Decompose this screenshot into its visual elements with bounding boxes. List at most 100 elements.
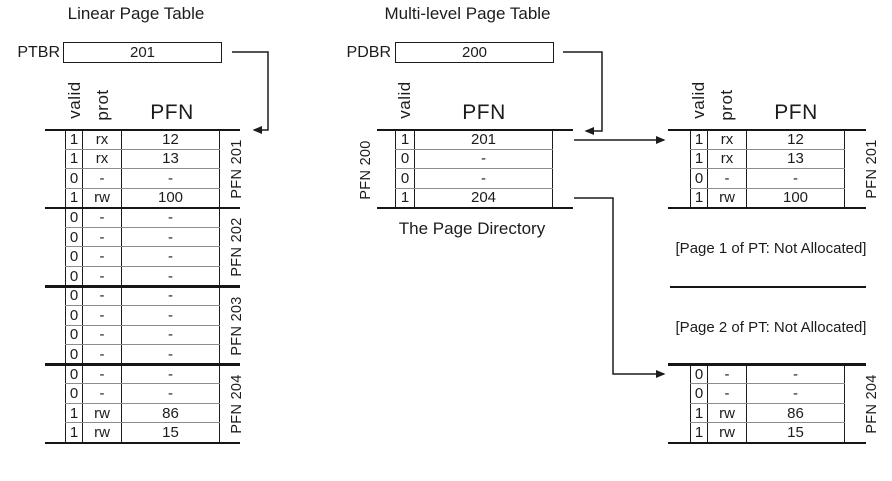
table-cell: rx <box>708 149 747 169</box>
not-allocated-text-1: [Page 1 of PT: Not Allocated] <box>675 239 867 257</box>
table-cell: - <box>122 384 220 403</box>
table-cell: 12 <box>122 130 220 149</box>
pt-page0-column-header-pfn: PFN <box>774 101 818 124</box>
table-cell: rw <box>708 188 747 208</box>
table-cell: - <box>747 364 845 384</box>
table-cell: 0 <box>65 286 83 306</box>
table-cell: 0 <box>65 266 83 286</box>
table-border-line <box>668 441 866 444</box>
table-cell: 0 <box>690 364 708 384</box>
table-cell: rx <box>83 130 122 149</box>
table-cell: 1 <box>395 130 415 149</box>
table-cell: 0 <box>65 208 83 227</box>
pdbr-register-label: PDBR <box>346 44 391 61</box>
arrow-ptbr-to-linear-table <box>232 51 269 134</box>
table-cell: - <box>122 364 220 384</box>
ptbr-register-label: PTBR <box>17 44 60 61</box>
table-cell: - <box>83 384 122 403</box>
table-cell: 204 <box>415 188 553 208</box>
pfn-group-label: PFN 204 <box>864 374 880 434</box>
table-cell: rx <box>83 149 122 169</box>
not-allocated-divider-line <box>670 285 866 288</box>
table-cell: 0 <box>690 169 708 188</box>
table-cell: - <box>708 364 747 384</box>
table-cell: - <box>122 306 220 325</box>
table-cell: - <box>122 325 220 345</box>
table-cell: - <box>122 208 220 227</box>
table-cell: 100 <box>122 188 220 208</box>
table-cell: 0 <box>65 169 83 188</box>
table-cell: - <box>83 266 122 286</box>
table-cell: - <box>747 384 845 403</box>
table-cell: - <box>122 227 220 247</box>
table-row: 0-- <box>65 306 220 326</box>
table-row: 0- <box>395 169 553 189</box>
table-row: 0-- <box>65 345 220 365</box>
pfn-group-label: PFN 204 <box>229 374 245 434</box>
table-cell: 0 <box>65 247 83 266</box>
directory-column-header-pfn: PFN <box>462 101 506 124</box>
pfn-group-label: PFN 203 <box>229 296 245 356</box>
table-border-line <box>668 128 866 131</box>
table-cell: 1 <box>65 403 83 423</box>
table-cell: 12 <box>747 130 845 149</box>
table-row: 0-- <box>65 364 220 385</box>
table-cell: - <box>747 169 845 188</box>
table-cell: - <box>83 306 122 325</box>
directory-column-header-valid: valid <box>395 81 414 119</box>
table-cell: 201 <box>415 130 553 149</box>
arrow-directory-entry3-to-pt-page3 <box>574 197 666 378</box>
table-cell: rw <box>83 403 122 423</box>
table-cell: 1 <box>65 188 83 208</box>
ptbr-register-box: 201 <box>63 42 222 63</box>
pt-page0-column-header-valid: valid <box>689 81 708 119</box>
table-cell: 100 <box>747 188 845 208</box>
table-cell: - <box>708 384 747 403</box>
pdbr-register-box: 200 <box>395 42 554 63</box>
table-cell: rw <box>708 423 747 442</box>
table-cell: 0 <box>65 227 83 247</box>
table-cell: rx <box>708 130 747 149</box>
table-row: 0-- <box>65 384 220 404</box>
page-boundary-line <box>45 206 240 210</box>
table-cell: 0 <box>690 384 708 403</box>
table-cell: - <box>83 345 122 364</box>
table-cell: 0 <box>65 384 83 403</box>
pdbr-register-value: 200 <box>461 44 488 61</box>
table-cell: 1 <box>690 149 708 169</box>
table-cell: - <box>122 345 220 364</box>
table-cell: - <box>83 169 122 188</box>
table-cell: 13 <box>747 149 845 169</box>
table-cell: 15 <box>122 423 220 442</box>
arrow-pdbr-to-page-directory <box>563 51 603 135</box>
page-directory-caption: The Page Directory <box>398 218 546 238</box>
table-row: 0- <box>395 149 553 170</box>
table-cell: rw <box>83 188 122 208</box>
table-cell: - <box>122 247 220 266</box>
pfn-group-label: PFN 200 <box>358 140 374 200</box>
table-cell: 0 <box>395 149 415 169</box>
table-cell: - <box>83 325 122 345</box>
linear-column-header-valid: valid <box>65 81 84 119</box>
table-cell: 15 <box>747 423 845 442</box>
table-cell: 86 <box>122 403 220 423</box>
table-cell: rw <box>83 423 122 442</box>
table-cell: - <box>415 169 553 188</box>
table-cell: 0 <box>395 169 415 188</box>
table-row: 0-- <box>65 208 220 228</box>
